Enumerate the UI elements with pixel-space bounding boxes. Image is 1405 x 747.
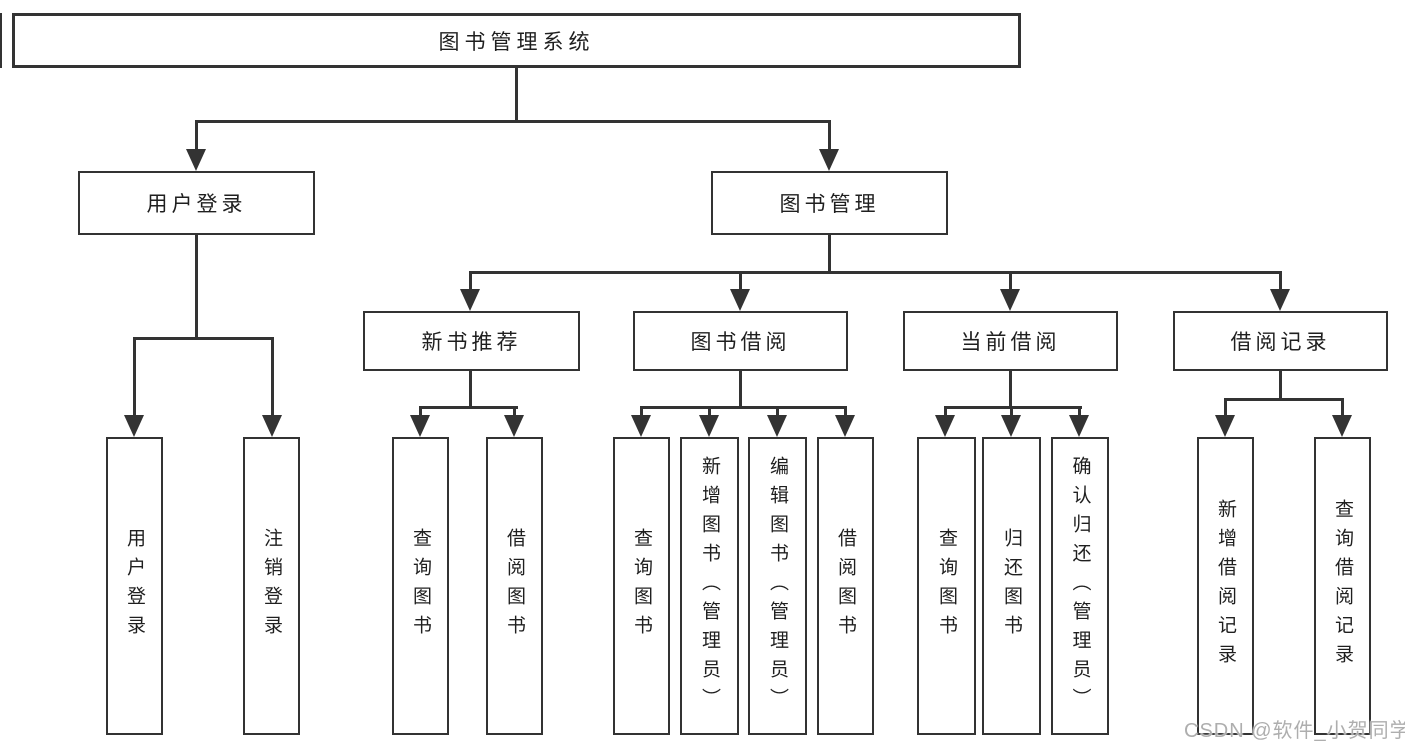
connector-leaf-shaft — [1341, 398, 1344, 418]
arrow-down-icon — [1069, 415, 1089, 437]
connector-leaf-shaft — [1078, 406, 1081, 418]
leaf-logout: 注销登录 — [243, 437, 300, 735]
arrow-down-icon — [767, 415, 787, 437]
leaf-bb-edit-books-admin: 编辑图书（管理员） — [748, 437, 807, 735]
arrow-down-icon — [631, 415, 651, 437]
connector-l3-shaft — [469, 271, 472, 291]
arrow-down-icon — [504, 415, 524, 437]
connector-leaf-shaft — [708, 406, 711, 418]
connector-leaf-shaft — [271, 337, 274, 416]
connector-root-stem — [515, 68, 518, 120]
arrow-down-icon — [1332, 415, 1352, 437]
csdn-watermark: CSDN @软件_小贺同学 — [1184, 720, 1405, 742]
connector-leaf-shaft — [944, 406, 947, 418]
leaf-cb-confirm-return-admin: 确认归还（管理员） — [1051, 437, 1109, 735]
connector-user-login-shaft — [195, 120, 198, 150]
arrow-down-icon — [935, 415, 955, 437]
connector-book-borrow-rail — [640, 406, 847, 409]
connector-leaf-shaft — [513, 406, 516, 418]
connector-new-book-rail — [419, 406, 518, 409]
edge-artifact-line — [0, 13, 2, 68]
leaf-bb-borrow-books: 借阅图书 — [817, 437, 874, 735]
leaf-user-login: 用户登录 — [106, 437, 163, 735]
connector-l3-shaft — [1009, 271, 1012, 291]
connector-leaf-shaft — [1010, 406, 1013, 418]
leaf-nr-query-books: 查询图书 — [392, 437, 449, 735]
arrow-down-icon — [730, 289, 750, 311]
connector-leaf-shaft — [419, 406, 422, 418]
arrow-down-icon — [699, 415, 719, 437]
leaf-nr-borrow-books: 借阅图书 — [486, 437, 543, 735]
connector-leaf-shaft — [133, 337, 136, 416]
node-new-book-recommend: 新书推荐 — [363, 311, 580, 371]
connector-leaf-shaft — [1224, 398, 1227, 418]
connector-leaf-shaft — [844, 406, 847, 418]
arrow-down-icon — [1000, 289, 1020, 311]
leaf-bb-add-books-admin: 新增图书（管理员） — [680, 437, 739, 735]
connector-leaf-shaft — [776, 406, 779, 418]
node-user-login: 用户登录 — [78, 171, 315, 235]
arrow-down-icon — [124, 415, 144, 437]
arrow-down-icon — [819, 149, 839, 171]
arrow-down-icon — [186, 149, 206, 171]
arrow-down-icon — [410, 415, 430, 437]
node-current-borrow: 当前借阅 — [903, 311, 1118, 371]
arrow-down-icon — [1001, 415, 1021, 437]
leaf-br-query-record: 查询借阅记录 — [1314, 437, 1371, 735]
arrow-down-icon — [1270, 289, 1290, 311]
connector-book-borrow-stem — [739, 370, 742, 408]
connector-new-book-stem — [469, 370, 472, 408]
connector-current-borrow-stem — [1009, 370, 1012, 408]
node-root: 图书管理系统 — [12, 13, 1021, 68]
node-book-borrow: 图书借阅 — [633, 311, 848, 371]
arrow-down-icon — [262, 415, 282, 437]
node-book-management: 图书管理 — [711, 171, 948, 235]
connector-level3-rail — [469, 271, 1282, 274]
connector-borrow-records-rail — [1224, 398, 1344, 401]
leaf-br-add-record: 新增借阅记录 — [1197, 437, 1254, 735]
connector-user-login-stem — [195, 234, 198, 337]
arrow-down-icon — [1215, 415, 1235, 437]
connector-borrow-records-stem — [1279, 370, 1282, 400]
leaf-bb-query-books: 查询图书 — [613, 437, 670, 735]
connector-level2-rail — [195, 120, 831, 123]
connector-l3-shaft — [739, 271, 742, 291]
connector-leaf-shaft — [640, 406, 643, 418]
leaf-cb-query-books: 查询图书 — [917, 437, 976, 735]
connector-book-mgmt-stem — [828, 234, 831, 273]
node-borrow-records: 借阅记录 — [1173, 311, 1388, 371]
connector-current-borrow-rail — [944, 406, 1082, 409]
leaf-cb-return-books: 归还图书 — [982, 437, 1041, 735]
connector-l3-shaft — [1279, 271, 1282, 291]
connector-user-login-rail — [133, 337, 274, 340]
arrow-down-icon — [460, 289, 480, 311]
connector-book-mgmt-shaft — [828, 120, 831, 150]
arrow-down-icon — [835, 415, 855, 437]
